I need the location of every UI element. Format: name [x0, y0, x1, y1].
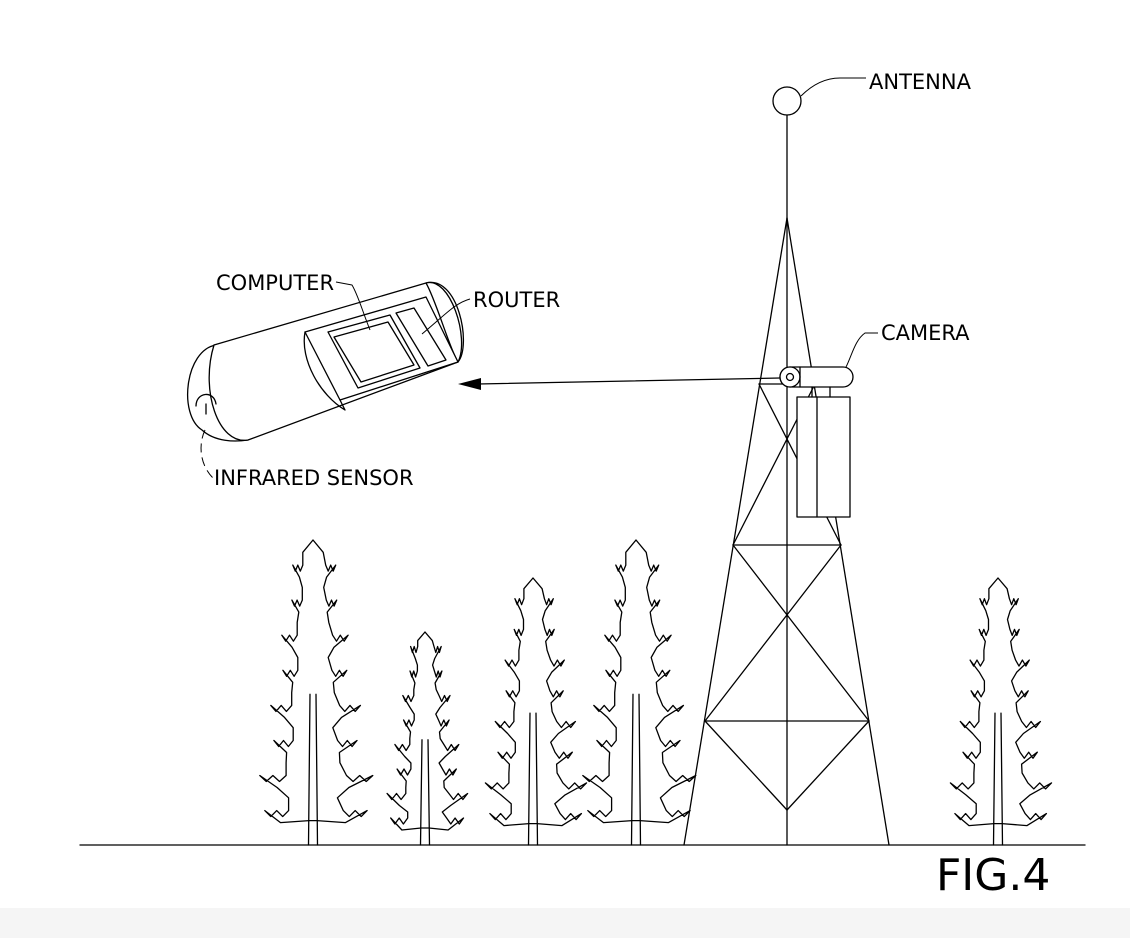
tree-trunk — [1000, 712, 1004, 846]
camera-device — [779, 366, 854, 398]
conifer-tree — [484, 577, 588, 846]
tree-crown — [484, 577, 588, 827]
computer-enclosure — [186, 281, 465, 442]
router-leader — [421, 298, 471, 335]
tree-crown — [582, 539, 697, 824]
camera-leader — [845, 332, 878, 368]
antenna-device — [772, 86, 802, 116]
conifer-tree — [582, 539, 697, 846]
tower — [683, 104, 890, 846]
router-label: ROUTER — [473, 288, 560, 312]
transmission-arrow — [458, 377, 781, 390]
infrared-leader — [200, 429, 214, 479]
tree-trunk — [419, 739, 423, 846]
tree-group — [259, 539, 1053, 846]
antenna-label: ANTENNA — [869, 70, 972, 94]
conifer-tree — [949, 577, 1053, 846]
figure-label: FIG.4 — [936, 850, 1050, 901]
tree-crown — [386, 631, 469, 831]
bottom-strip — [0, 908, 1130, 938]
tree-trunk — [307, 693, 311, 846]
computer-leader — [335, 281, 371, 331]
tree-trunk — [630, 693, 634, 846]
conifer-tree — [386, 631, 469, 846]
tree-crown — [949, 577, 1053, 827]
camera-label: CAMERA — [881, 321, 970, 345]
antenna-leader — [800, 77, 866, 97]
tree-trunk — [527, 712, 531, 846]
conifer-tree — [259, 539, 374, 846]
infrared-sensor-label: INFRARED SENSOR — [214, 466, 414, 490]
tree-trunk — [535, 712, 539, 846]
tree-trunk — [427, 739, 431, 846]
tree-trunk — [638, 693, 642, 846]
computer-label: COMPUTER — [216, 271, 334, 295]
tree-trunk — [992, 712, 996, 846]
tree-trunk — [315, 693, 319, 846]
tree-crown — [259, 539, 374, 824]
equipment-box — [796, 396, 851, 518]
